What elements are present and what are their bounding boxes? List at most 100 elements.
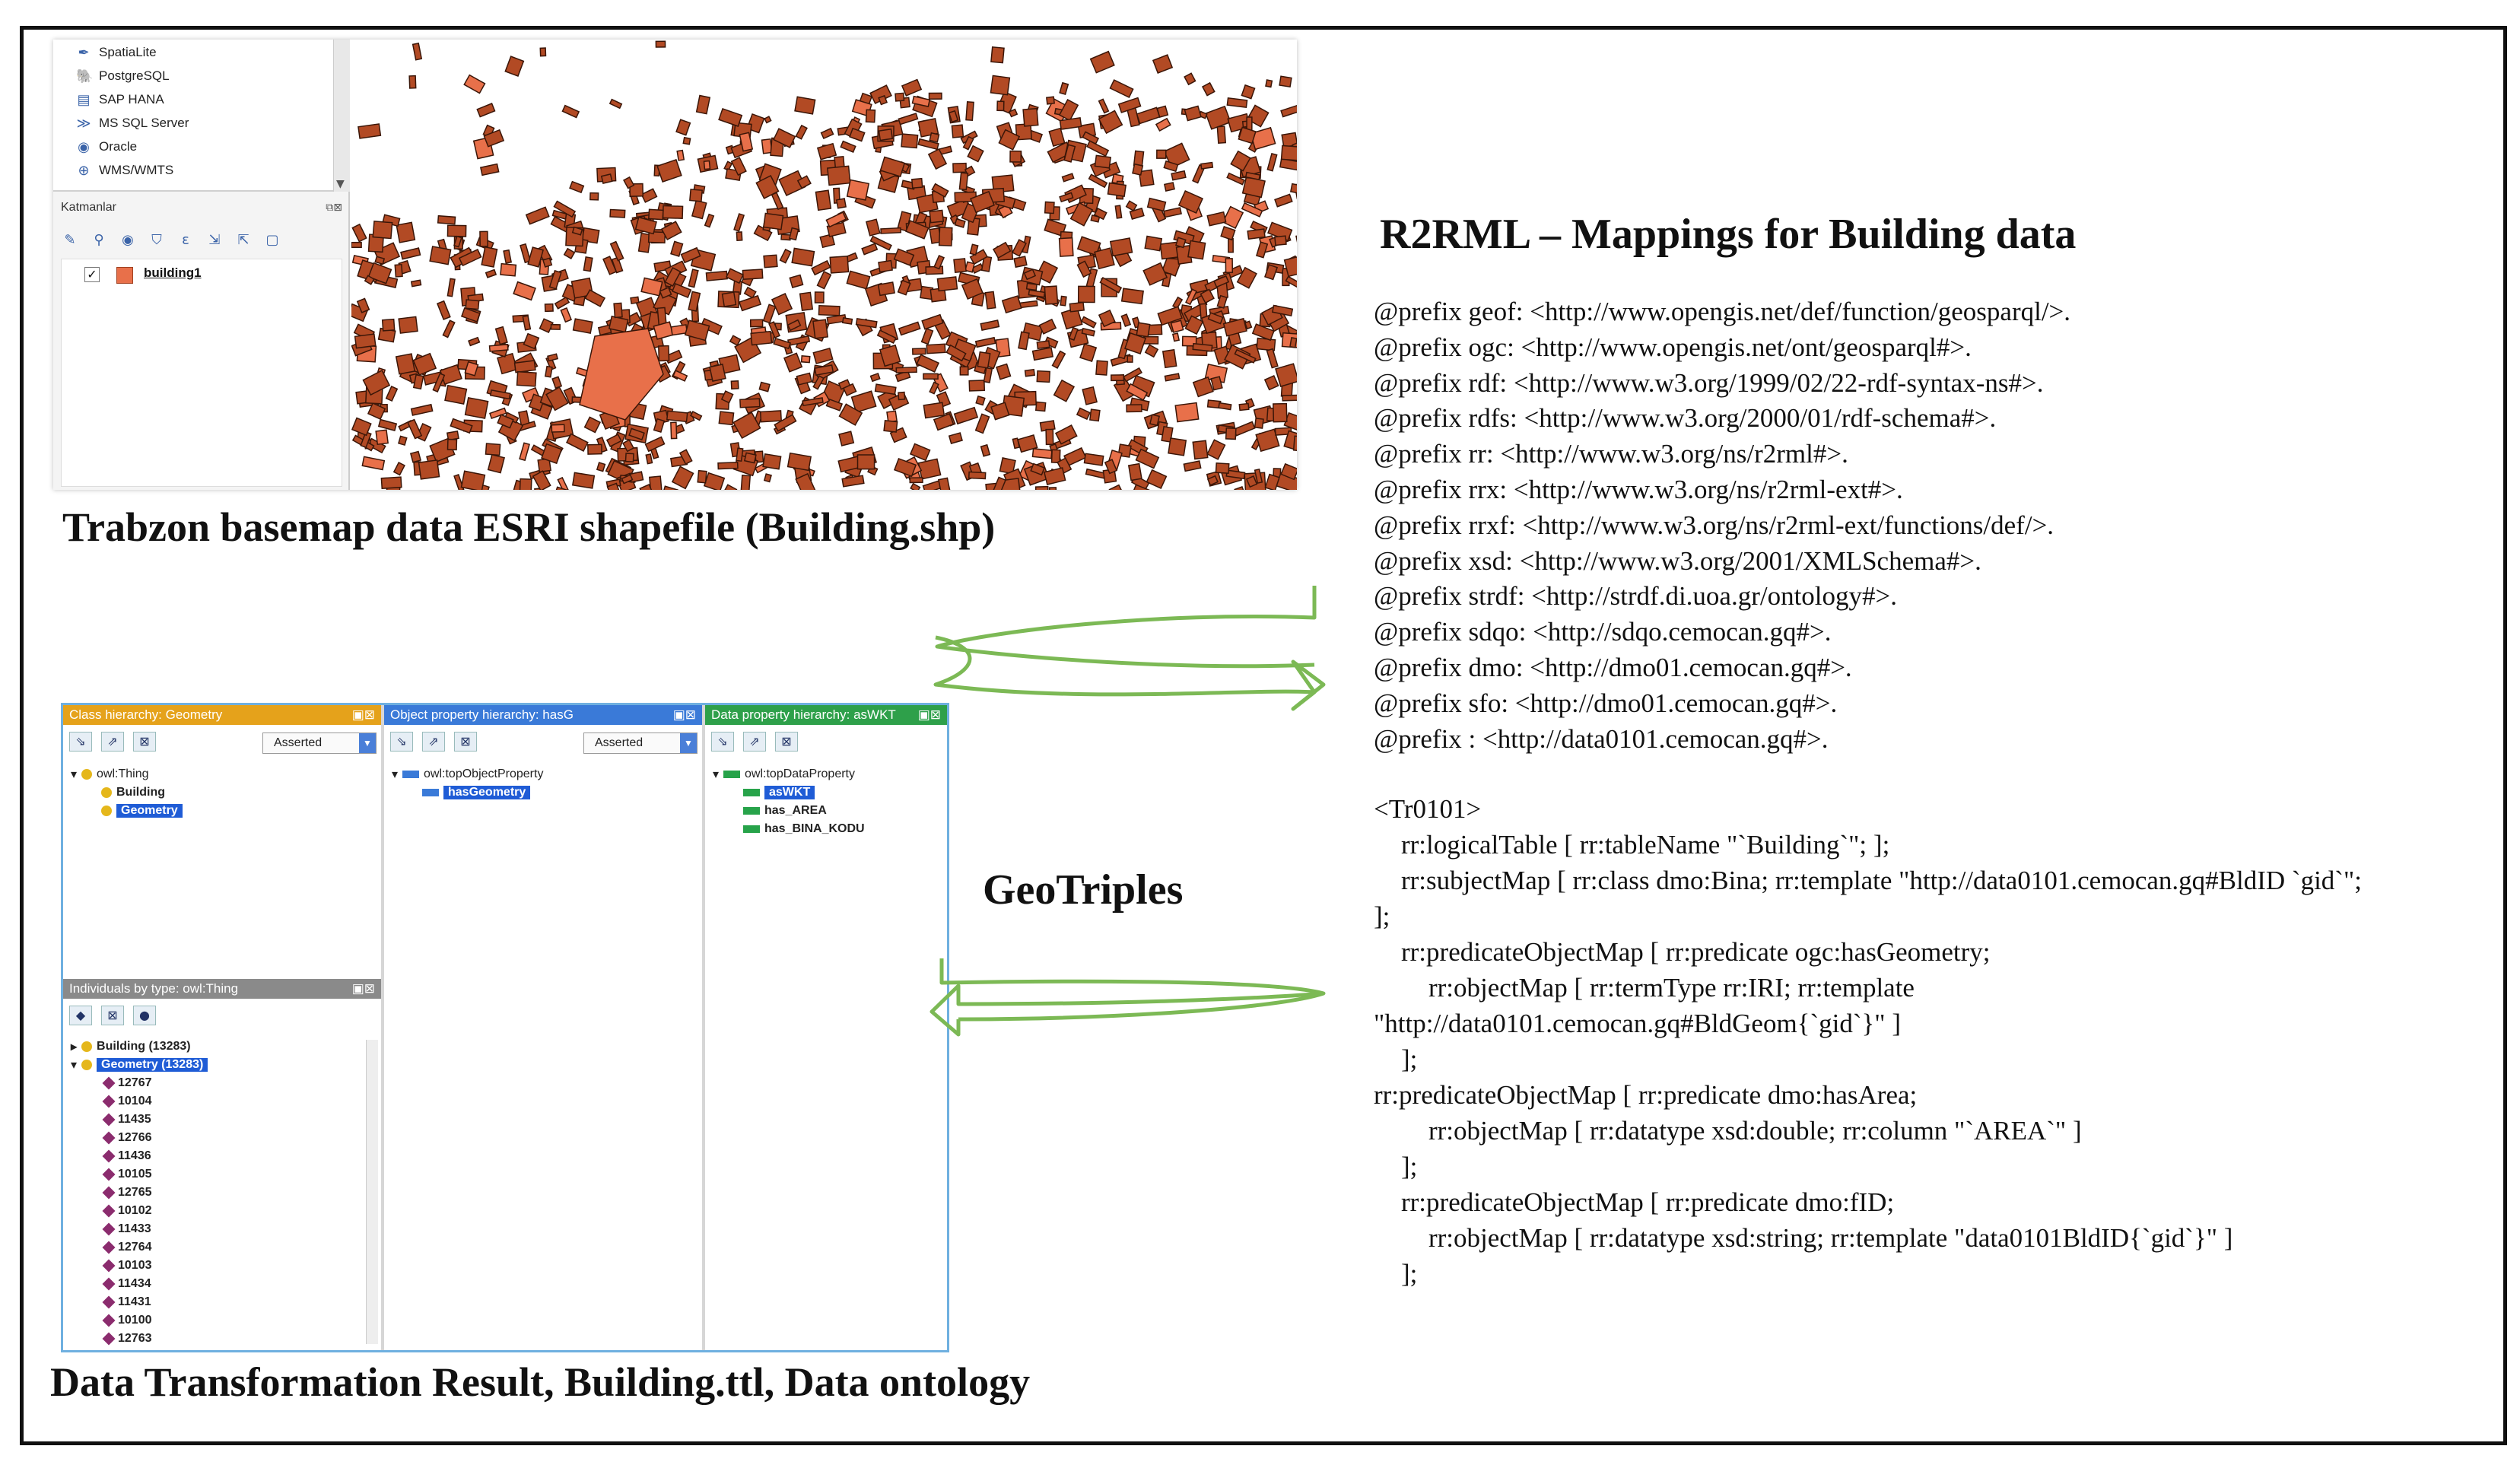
data-property-toolbar: ⇘ ⇗ ⊠: [705, 728, 947, 755]
expand-icon[interactable]: ▸: [71, 1041, 78, 1053]
individual-item[interactable]: 10103: [102, 1257, 152, 1274]
add-type-icon[interactable]: ●: [133, 1006, 156, 1025]
source-item-oracle[interactable]: ◉Oracle: [76, 135, 137, 158]
tree-node-hasgeometry[interactable]: hasGeometry: [422, 784, 531, 801]
individual-icon: [102, 1259, 116, 1273]
mapping-line: rr:predicateObjectMap [ rr:predicate dmo…: [1401, 1187, 1895, 1217]
tree-node-label: Geometry: [116, 804, 183, 818]
source-item-wms-wmts[interactable]: ⊕WMS/WMTS: [76, 159, 173, 182]
individual-item[interactable]: 10102: [102, 1203, 152, 1219]
source-label: WMS/WMTS: [99, 163, 174, 177]
add-group-icon[interactable]: ⚲: [94, 232, 104, 248]
geotriples-label: GeoTriples: [983, 866, 1184, 914]
delete-property-icon[interactable]: ⊠: [775, 732, 798, 752]
delete-property-icon[interactable]: ⊠: [454, 732, 477, 752]
tree-node-has-bina-kodu[interactable]: has_BINA_KODU: [743, 821, 865, 837]
source-label: SAP HANA: [99, 92, 164, 106]
individual-icon: [102, 1095, 116, 1108]
individual-item[interactable]: 10100: [102, 1312, 152, 1329]
add-sibling-property-icon[interactable]: ⇗: [422, 732, 445, 752]
mapping-line: rr:objectMap [ rr:termType rr:IRI; rr:te…: [1428, 973, 1915, 1003]
pane-divider[interactable]: [381, 705, 384, 1350]
layers-toolbar: ✎ ⚲ ◉ ⛉ ε ⇲ ⇱ ▢: [61, 225, 281, 256]
sap-hana-icon: ▤: [77, 92, 91, 107]
add-subclass-icon[interactable]: ⇘: [69, 732, 92, 752]
data-source-list[interactable]: ✒SpatiaLite 🐘PostgreSQL ▤ SAP HANA ≫MS SQ…: [53, 40, 350, 192]
filter-icon[interactable]: ⛉: [151, 232, 162, 248]
remove-layer-icon[interactable]: ▢: [265, 232, 279, 248]
source-item-sap-hana[interactable]: ▤ SAP HANA: [76, 88, 164, 111]
individual-item[interactable]: 10104: [102, 1093, 152, 1110]
add-sibling-icon[interactable]: ⇗: [101, 732, 124, 752]
add-sub-property-icon[interactable]: ⇘: [390, 732, 413, 752]
layer-visibility-checkbox[interactable]: ✓: [84, 267, 100, 282]
filter-expression-icon[interactable]: ε: [182, 232, 189, 248]
mapping-line: ];: [1401, 1152, 1418, 1181]
tree-node-aswkt[interactable]: asWKT: [743, 784, 815, 801]
tree-node-building[interactable]: Building: [101, 784, 165, 801]
class-hierarchy-title: Class hierarchy: Geometry: [69, 707, 223, 722]
pane-controls-icon[interactable]: ▣⊠: [672, 707, 696, 722]
class-mode-select[interactable]: Asserted▼: [262, 732, 377, 754]
layer-name[interactable]: building1: [144, 265, 202, 280]
pane-divider[interactable]: [702, 705, 705, 1350]
source-item-spatialite[interactable]: ✒SpatiaLite: [76, 41, 157, 64]
individual-label: 10104: [118, 1095, 152, 1107]
prefix-line: @prefix xsd: <http://www.w3.org/2001/XML…: [1374, 545, 1981, 576]
mapping-line: rr:objectMap [ rr:datatype xsd:string; r…: [1428, 1223, 2233, 1253]
tree-node-root[interactable]: ▾owl:topDataProperty: [713, 766, 855, 783]
object-property-title: Object property hierarchy: hasG: [390, 707, 574, 722]
tree-node-has-area[interactable]: has_AREA: [743, 802, 827, 819]
pane-controls-icon[interactable]: ▣⊠: [917, 707, 941, 722]
mapping-line: rr:objectMap [ rr:datatype xsd:double; r…: [1428, 1116, 2082, 1146]
collapse-all-icon[interactable]: ⇱: [237, 232, 249, 248]
individual-item[interactable]: 11436: [102, 1148, 151, 1165]
collapse-icon[interactable]: ▾: [71, 768, 78, 781]
collapse-icon[interactable]: ▾: [392, 768, 399, 781]
pane-controls-icon[interactable]: ▣⊠: [351, 707, 375, 722]
tree-node-geometry[interactable]: Geometry: [101, 802, 183, 819]
style-icon[interactable]: ✎: [64, 232, 76, 248]
pane-controls-icon[interactable]: ▣⊠: [351, 981, 375, 996]
map-canvas[interactable]: [351, 40, 1297, 490]
collapse-icon[interactable]: ▾: [713, 768, 720, 781]
object-mode-select[interactable]: Asserted▼: [583, 732, 698, 754]
source-list-scrollbar[interactable]: ▼: [333, 40, 350, 192]
individuals-scrollbar[interactable]: [366, 1040, 378, 1344]
individual-item[interactable]: 12767: [102, 1075, 152, 1092]
group-building[interactable]: ▸Building (13283): [71, 1038, 191, 1055]
delete-individual-icon[interactable]: ⊠: [101, 1006, 124, 1025]
individual-item[interactable]: 11433: [102, 1221, 151, 1238]
expand-all-icon[interactable]: ⇲: [208, 232, 221, 248]
object-property-title-bar: Object property hierarchy: hasG ▣⊠: [384, 705, 702, 725]
manage-view-icon[interactable]: ◉: [122, 232, 134, 248]
add-sibling-property-icon[interactable]: ⇗: [743, 732, 766, 752]
collapse-icon[interactable]: ▾: [71, 1059, 78, 1072]
delete-class-icon[interactable]: ⊠: [133, 732, 156, 752]
individual-item[interactable]: 11434: [102, 1276, 151, 1292]
panel-float-close-icon[interactable]: ⧉⊠: [326, 202, 342, 214]
individual-item[interactable]: 11435: [102, 1111, 151, 1128]
prefix-line: @prefix strdf: <http://strdf.di.uoa.gr/o…: [1374, 581, 1898, 612]
add-sub-property-icon[interactable]: ⇘: [711, 732, 734, 752]
scroll-down-icon[interactable]: ▼: [336, 178, 345, 190]
individual-item[interactable]: 12763: [102, 1330, 152, 1347]
add-individual-icon[interactable]: ◆: [69, 1006, 92, 1025]
prefix-line: @prefix rrxf: <http://www.w3.org/ns/r2rm…: [1374, 510, 2054, 540]
tree-node-root[interactable]: ▾owl:topObjectProperty: [392, 766, 543, 783]
source-label: SpatiaLite: [99, 45, 157, 59]
group-geometry[interactable]: ▾Geometry (13283): [71, 1057, 208, 1073]
tree-node-root[interactable]: ▾owl:Thing: [71, 766, 149, 783]
individual-item[interactable]: 11431: [102, 1294, 151, 1311]
individual-item[interactable]: 12764: [102, 1239, 152, 1256]
individual-item[interactable]: 12766: [102, 1130, 152, 1146]
data-property-icon: [723, 771, 741, 778]
source-item-postgresql[interactable]: 🐘PostgreSQL: [76, 65, 170, 87]
individual-item[interactable]: 10105: [102, 1166, 152, 1183]
ms-sql-server-icon: ≫: [76, 116, 91, 131]
individual-item[interactable]: 12765: [102, 1184, 152, 1201]
object-property-toolbar: ⇘ ⇗ ⊠: [384, 728, 702, 755]
individual-icon: [102, 1131, 116, 1145]
source-item-ms-sql-server[interactable]: ≫MS SQL Server: [76, 112, 189, 135]
class-icon: [81, 769, 93, 780]
